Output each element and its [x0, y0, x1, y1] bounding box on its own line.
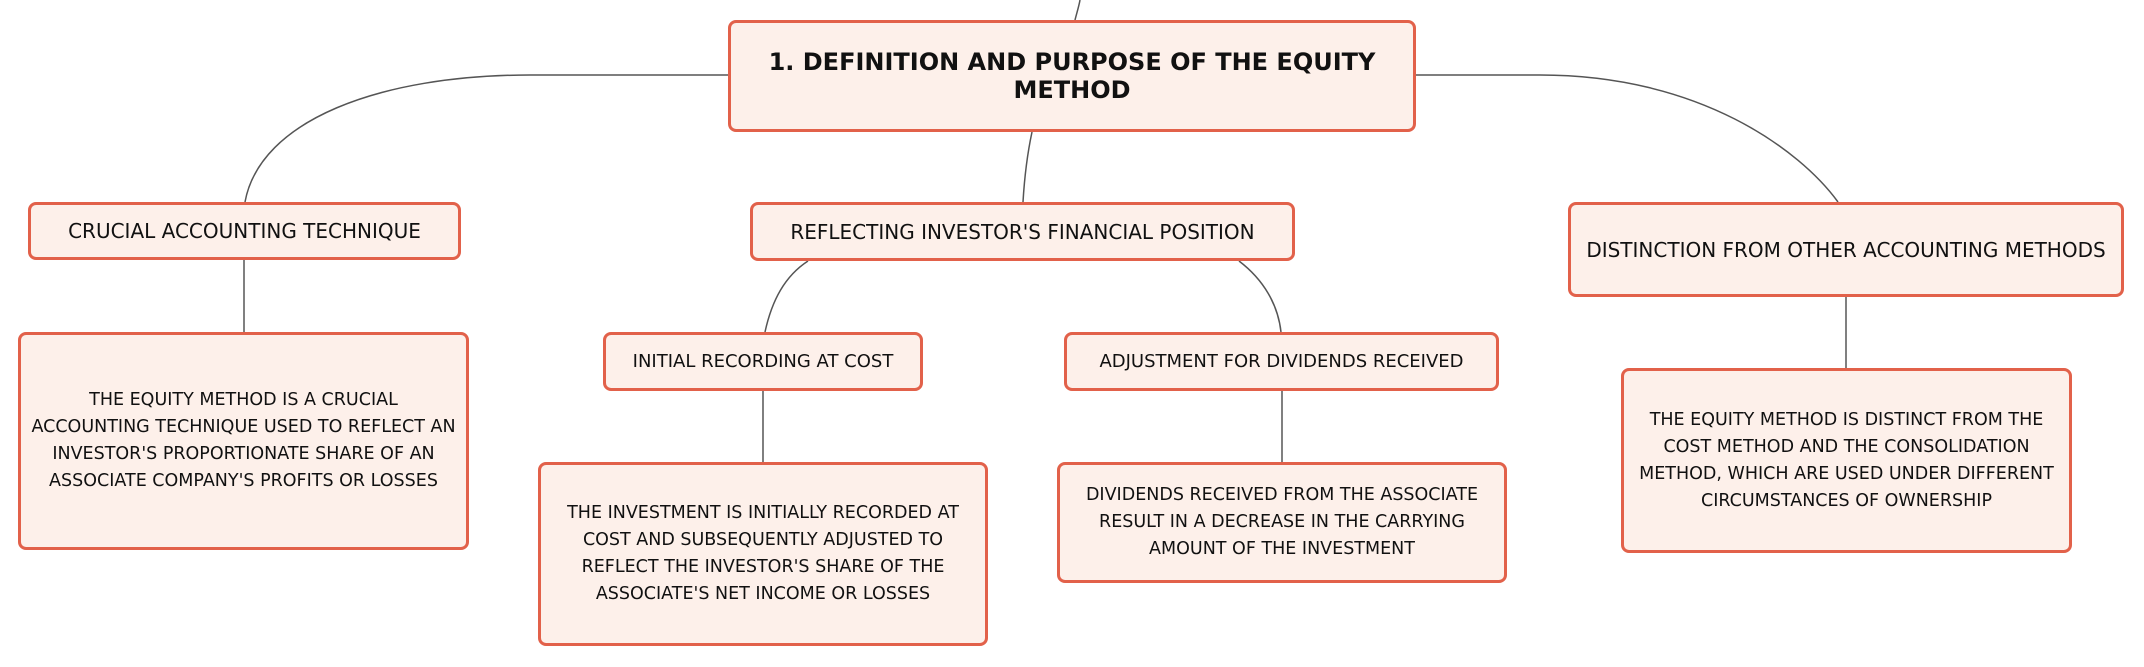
description-adjustment-for-dividends-received[interactable]: DIVIDENDS RECEIVED FROM THE ASSOCIATE RE…: [1057, 462, 1507, 583]
subtopic-initial-recording-at-cost[interactable]: INITIAL RECORDING AT COST: [603, 332, 923, 391]
connector-root-distinction: [1416, 74, 1839, 203]
subtopic-label: ADJUSTMENT FOR DIVIDENDS RECEIVED: [1099, 351, 1464, 372]
connector-reflecting-dividends: [1238, 260, 1282, 333]
description-text: DIVIDENDS RECEIVED FROM THE ASSOCIATE RE…: [1085, 485, 1479, 559]
root-node[interactable]: 1. DEFINITION AND PURPOSE OF THE EQUITY …: [728, 20, 1416, 132]
description-text: THE EQUITY METHOD IS A CRUCIAL ACCOUNTIN…: [31, 390, 456, 491]
connector-root-crucial: [244, 74, 728, 203]
description-text: THE INVESTMENT IS INITIALLY RECORDED AT …: [567, 503, 959, 604]
topic-label: DISTINCTION FROM OTHER ACCOUNTING METHOD…: [1586, 237, 2106, 262]
topic-reflecting-investors-financial-position[interactable]: REFLECTING INVESTOR'S FINANCIAL POSITION: [750, 202, 1295, 261]
description-initial-recording-at-cost[interactable]: THE INVESTMENT IS INITIALLY RECORDED AT …: [538, 462, 988, 646]
connector-reflecting-initial: [764, 260, 809, 333]
description-text: THE EQUITY METHOD IS DISTINCT FROM THE C…: [1639, 409, 2054, 511]
connector-root-reflecting: [1022, 131, 1033, 203]
description-distinction-from-other-methods[interactable]: THE EQUITY METHOD IS DISTINCT FROM THE C…: [1621, 368, 2072, 553]
root-title: 1. DEFINITION AND PURPOSE OF THE EQUITY …: [768, 48, 1376, 104]
topic-crucial-accounting-technique[interactable]: CRUCIAL ACCOUNTING TECHNIQUE: [28, 202, 461, 260]
description-crucial-accounting-technique[interactable]: THE EQUITY METHOD IS A CRUCIAL ACCOUNTIN…: [18, 332, 469, 550]
topic-label: CRUCIAL ACCOUNTING TECHNIQUE: [68, 219, 421, 243]
subtopic-label: INITIAL RECORDING AT COST: [632, 351, 894, 372]
topic-label: REFLECTING INVESTOR'S FINANCIAL POSITION: [790, 219, 1255, 244]
topic-distinction-from-other-methods[interactable]: DISTINCTION FROM OTHER ACCOUNTING METHOD…: [1568, 202, 2124, 297]
connector-parent-root: [1074, 0, 1081, 21]
subtopic-adjustment-for-dividends-received[interactable]: ADJUSTMENT FOR DIVIDENDS RECEIVED: [1064, 332, 1499, 391]
